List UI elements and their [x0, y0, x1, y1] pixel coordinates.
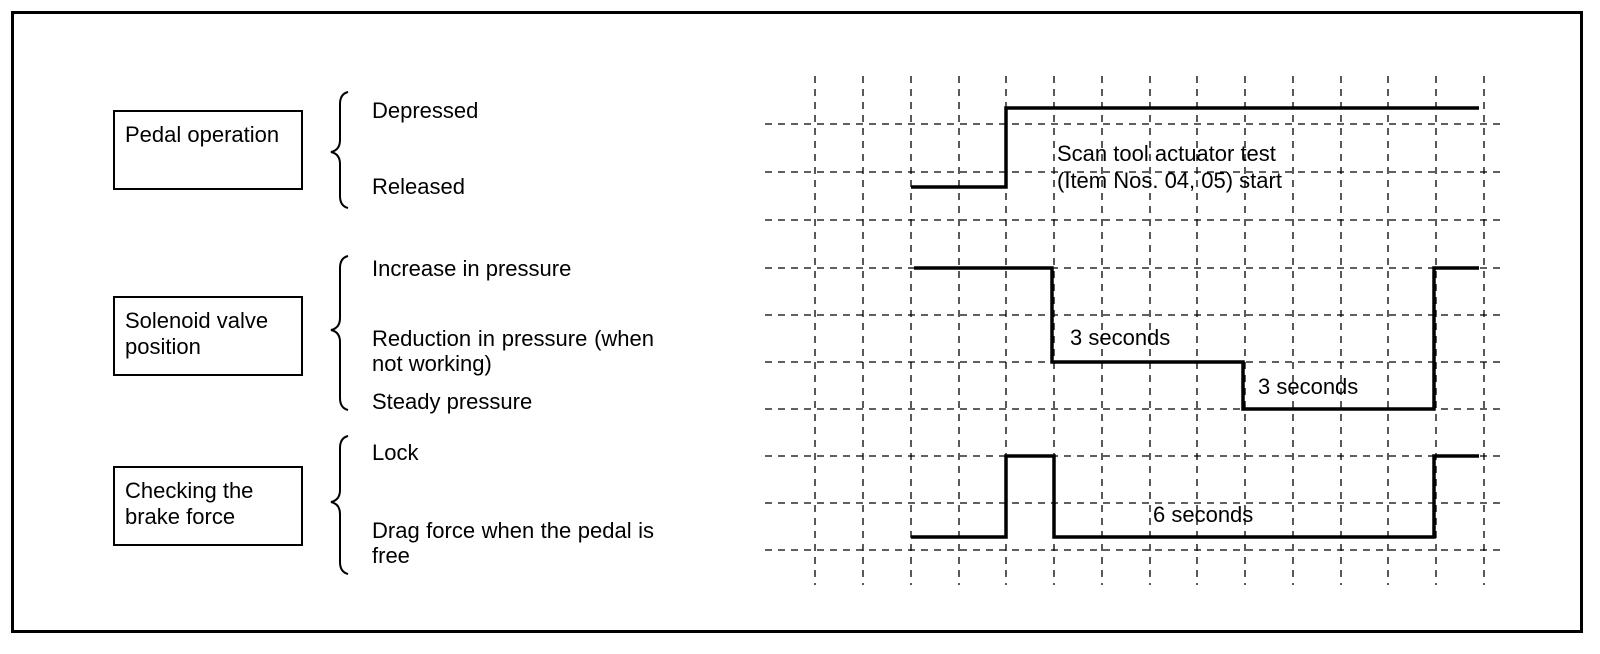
brace-solenoid — [330, 255, 349, 411]
brace-pedal — [330, 91, 349, 209]
solenoid-valve-position-text: Solenoid valve position — [125, 308, 269, 359]
state-reduction-in-pressure: Reduction in pressure (when not working) — [372, 326, 654, 376]
annotation-3-seconds-first: 3 seconds — [1070, 325, 1170, 350]
waveform-solenoid — [914, 266, 1479, 411]
state-depressed: Depressed — [372, 98, 479, 123]
pedal-operation-text: Pedal operation — [125, 122, 280, 147]
brace-brake — [330, 435, 349, 575]
state-increase-in-pressure: Increase in pressure — [372, 256, 572, 281]
state-steady-pressure: Steady pressure — [372, 389, 533, 414]
annotation-scan-tool-line2: (Item Nos. 04, 05) start — [1057, 168, 1282, 193]
state-drag-force: Drag force when the pedal is free — [372, 518, 654, 568]
diagram-frame — [11, 11, 1583, 633]
checking-brake-force-text: Checking the brake force — [125, 478, 254, 529]
annotation-6-seconds: 6 seconds — [1153, 502, 1253, 527]
annotation-3-seconds-second: 3 seconds — [1258, 374, 1358, 399]
label-solenoid-valve-position: Solenoid valve position — [113, 296, 303, 376]
grid — [765, 76, 1505, 585]
label-pedal-operation: Pedal operation — [113, 110, 303, 190]
annotation-scan-tool-line1: Scan tool actuator test — [1057, 141, 1276, 166]
waveform-brake — [911, 454, 1479, 539]
waveform-pedal — [911, 106, 1479, 189]
state-lock: Lock — [372, 440, 419, 465]
label-checking-brake-force: Checking the brake force — [113, 466, 303, 546]
state-released: Released — [372, 174, 465, 199]
